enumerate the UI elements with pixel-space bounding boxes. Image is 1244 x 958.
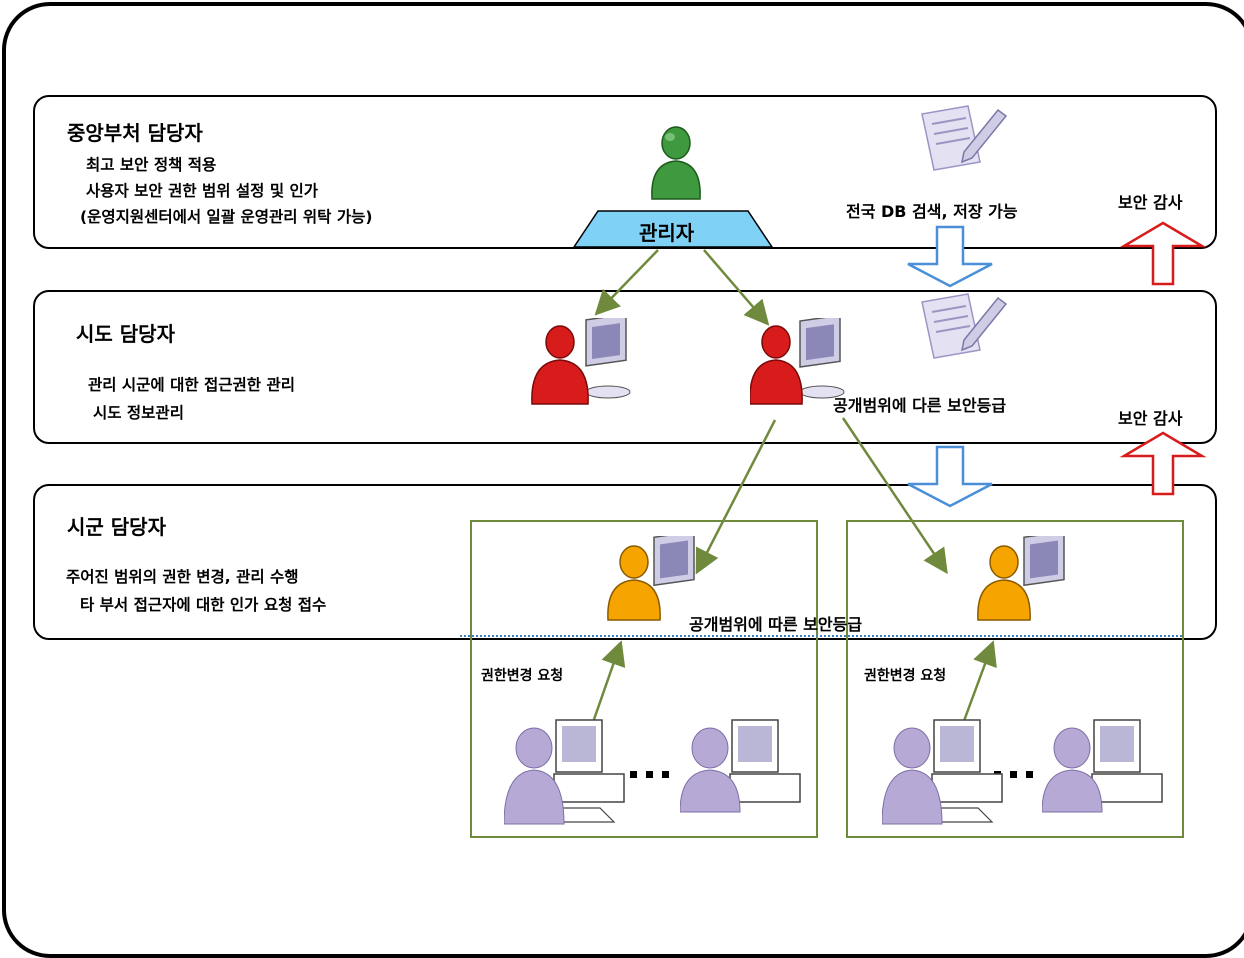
- end-user-icon-1: [504, 719, 625, 825]
- admin-label: 관리자: [639, 221, 695, 245]
- tier-central-line-2: 사용자 보안 권한 범위 설정 및 인가: [86, 182, 319, 200]
- tier-central-line-1: 최고 보안 정책 적용: [86, 156, 217, 174]
- grade-by-label: 공개범위에 따른 보안등급: [689, 615, 863, 634]
- audit-label-2: 보안 감사: [1118, 409, 1183, 428]
- province-user-icon-left: [531, 318, 631, 405]
- request-right-label: 권한변경 요청: [864, 668, 947, 684]
- up-arrow-2: [1119, 431, 1207, 496]
- down-arrow-1: [907, 225, 993, 288]
- connector-province-to-county-right: [841, 417, 948, 575]
- tier-county: [33, 484, 1217, 640]
- tier-province-line-2: 시도 정보관리: [93, 404, 184, 422]
- tier-central-line-3: (운영지원센터에서 일괄 운영관리 위탁 가능): [80, 208, 373, 226]
- county-user-icon-left: [607, 536, 695, 621]
- end-user-icon-2: [680, 719, 801, 813]
- audit-label-1: 보안 감사: [1118, 193, 1183, 212]
- county-user-icon-right: [977, 536, 1065, 621]
- ellipsis-left: [630, 771, 669, 778]
- tier-province-line-1: 관리 시군에 대한 접근권한 관리: [88, 376, 295, 394]
- connector-province-to-county-left: [695, 419, 777, 575]
- tier-province: [33, 290, 1217, 444]
- tier-county-line-2: 타 부서 접근자에 대한 인가 요청 접수: [80, 596, 327, 614]
- connectors-layer: [572, 210, 1207, 778]
- request-left-label: 권한변경 요청: [481, 668, 564, 684]
- up-arrow-1: [1119, 221, 1207, 286]
- down-arrow-2: [907, 445, 993, 508]
- tier-central: [33, 95, 1217, 249]
- notepad-pencil-icon-2: [921, 293, 1008, 359]
- admin-user-icon: [651, 126, 701, 200]
- end-user-icon-3: [882, 719, 1003, 825]
- county-group-left: [470, 520, 818, 838]
- connector-admin-to-province-right: [703, 249, 770, 326]
- connector-admin-to-province-left: [594, 249, 659, 316]
- county-group-right: [846, 520, 1184, 838]
- admin-platform: [572, 210, 774, 248]
- notepad-pencil-icon: [921, 105, 1008, 171]
- tier-county-title: 시군 담당자: [67, 515, 166, 539]
- end-user-icon-4: [1042, 719, 1163, 813]
- tier-province-title: 시도 담당자: [76, 322, 175, 346]
- tier-county-line-1: 주어진 범위의 권한 변경, 관리 수행: [66, 568, 299, 586]
- tier-central-title: 중앙부처 담당자: [67, 121, 203, 145]
- national-db-label: 전국 DB 검색, 저장 가능: [846, 202, 1018, 221]
- province-user-icon-right: [750, 318, 845, 405]
- grade-diff-label: 공개범위에 다른 보안등급: [833, 396, 1007, 415]
- tier-divider-dotted: [460, 635, 1182, 637]
